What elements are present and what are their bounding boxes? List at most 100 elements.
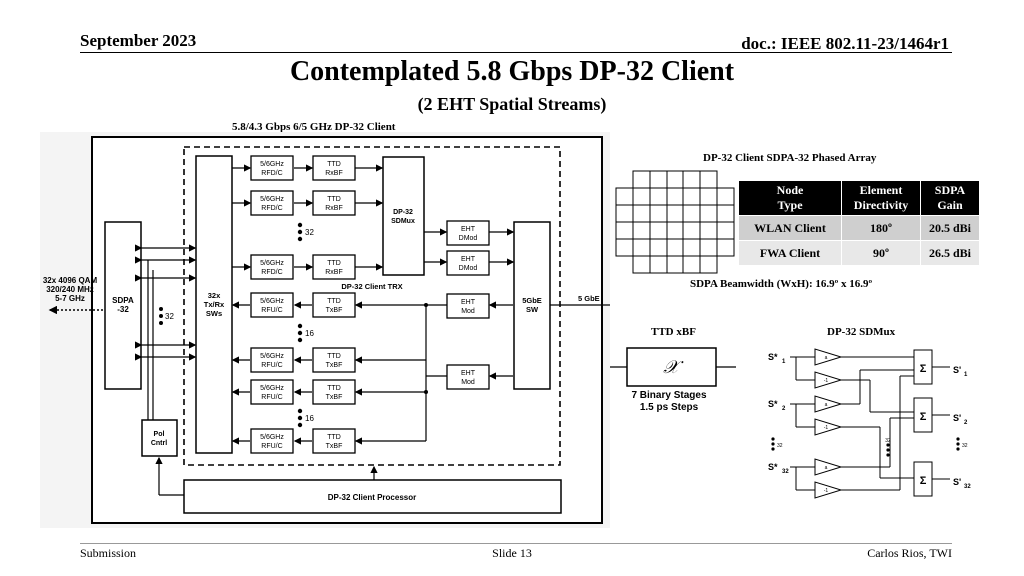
svg-text:TTD: TTD bbox=[327, 196, 341, 203]
svg-text:32: 32 bbox=[885, 438, 891, 444]
phased-array-caption: DP-32 Client SDPA-32 Phased Array bbox=[703, 152, 877, 164]
svg-text:RFD/C: RFD/C bbox=[261, 170, 282, 177]
svg-text:S': S' bbox=[953, 365, 961, 375]
eht-dmod-2 bbox=[446, 250, 490, 276]
svg-text:32: 32 bbox=[777, 443, 783, 449]
eht-dmod-1 bbox=[446, 220, 490, 246]
rxbf-block-1 bbox=[312, 155, 356, 181]
slide-subtitle: (2 EHT Spatial Streams) bbox=[417, 94, 607, 114]
rfdc-block-1 bbox=[250, 155, 294, 181]
header-doc-id: doc.: IEEE 802.11-23/1464r1 bbox=[741, 34, 949, 53]
ttd-caption: TTD xBF bbox=[651, 326, 696, 338]
rxbf-block-2 bbox=[312, 190, 356, 216]
rx-count: 32 bbox=[305, 228, 314, 237]
svg-text:TTD: TTD bbox=[327, 161, 341, 168]
svg-text:TxBF: TxBF bbox=[326, 362, 343, 369]
txbf-block-2 bbox=[312, 347, 356, 373]
sdmux-block bbox=[382, 156, 425, 276]
svg-text:RFU/C: RFU/C bbox=[261, 443, 282, 450]
svg-text:TxBF: TxBF bbox=[326, 394, 343, 401]
rfuc-block-3 bbox=[250, 379, 294, 405]
rfdc-block-2 bbox=[250, 190, 294, 216]
svg-text:RxBF: RxBF bbox=[325, 205, 343, 212]
svg-text:-1: -1 bbox=[824, 425, 829, 431]
rfuc-block-1 bbox=[250, 292, 294, 318]
slide-title: Contemplated 5.8 Gbps DP-32 Client bbox=[289, 56, 735, 87]
svg-text:32: 32 bbox=[962, 443, 968, 449]
svg-text:RFU/C: RFU/C bbox=[261, 307, 282, 314]
svg-text:TTD: TTD bbox=[327, 353, 341, 360]
sdmux-diagram: S* 1 S* 2 S* 32 a-1 a-1 a-1 bbox=[768, 348, 971, 499]
svg-text:RFU/C: RFU/C bbox=[261, 394, 282, 401]
svg-text:RxBF: RxBF bbox=[325, 269, 343, 276]
svg-text:EHT: EHT bbox=[461, 299, 476, 306]
rfuc-block-2 bbox=[250, 347, 294, 373]
pol-label-2: Cntrl bbox=[151, 440, 167, 447]
svg-text:Mod: Mod bbox=[461, 379, 475, 386]
svg-text:TTD: TTD bbox=[327, 260, 341, 267]
svg-text:2: 2 bbox=[964, 420, 968, 426]
processor-label: DP-32 Client Processor bbox=[328, 493, 416, 502]
svg-text:5/6GHz: 5/6GHz bbox=[260, 298, 284, 305]
svg-text:5/6GHz: 5/6GHz bbox=[260, 260, 284, 267]
svg-text:5/6GHz: 5/6GHz bbox=[260, 353, 284, 360]
rfdc-block-3 bbox=[250, 254, 294, 280]
svg-text:1: 1 bbox=[964, 372, 968, 378]
svg-text:Mod: Mod bbox=[461, 308, 475, 315]
svg-text:S': S' bbox=[953, 477, 961, 487]
swc-label-3: SWs bbox=[206, 309, 222, 318]
txbf-block-4 bbox=[312, 428, 356, 454]
client-block-diagram: 32x 4096 QAM 320/240 MHz 5-7 GHz SDPA -3… bbox=[40, 132, 610, 528]
header-date: September 2023 bbox=[80, 31, 197, 50]
svg-text:EHT: EHT bbox=[461, 226, 476, 233]
trx-boundary bbox=[183, 146, 561, 466]
rfuc-block-4 bbox=[250, 428, 294, 454]
svg-text:SDMux: SDMux bbox=[391, 218, 415, 225]
sum-icon: Σ bbox=[920, 363, 927, 375]
svg-text:RxBF: RxBF bbox=[325, 170, 343, 177]
frequency-label: 5-7 GHz bbox=[55, 294, 85, 303]
eht-mod-1 bbox=[446, 293, 490, 319]
svg-text:7 Binary Stages: 7 Binary Stages bbox=[631, 390, 706, 401]
svg-text:DMod: DMod bbox=[459, 265, 478, 272]
svg-text:a: a bbox=[825, 465, 828, 471]
txbf-block-3 bbox=[312, 379, 356, 405]
sdpa-label-2: -32 bbox=[117, 305, 129, 314]
svg-text:EHT: EHT bbox=[461, 370, 476, 377]
rxbf-block-3 bbox=[312, 254, 356, 280]
svg-text:1.5 ps Steps: 1.5 ps Steps bbox=[640, 402, 699, 413]
tx-count-2: 16 bbox=[305, 414, 314, 423]
pol-control-block bbox=[141, 419, 178, 457]
svg-text:5/6GHz: 5/6GHz bbox=[260, 385, 284, 392]
svg-text:2: 2 bbox=[782, 406, 786, 412]
svg-text:-1: -1 bbox=[824, 378, 829, 384]
svg-text:32: 32 bbox=[964, 484, 971, 490]
bandwidth-label: 320/240 MHz bbox=[46, 285, 94, 294]
svg-text:a: a bbox=[825, 402, 828, 408]
trx-label: DP-32 Client TRX bbox=[341, 282, 402, 291]
svg-text:S*: S* bbox=[768, 462, 778, 472]
eht-mod-2 bbox=[446, 364, 490, 390]
svg-text:RFU/C: RFU/C bbox=[261, 362, 282, 369]
svg-text:1: 1 bbox=[782, 359, 786, 365]
svg-text:-1: -1 bbox=[824, 488, 829, 494]
svg-text:TxBF: TxBF bbox=[326, 443, 343, 450]
svg-text:5/6GHz: 5/6GHz bbox=[260, 434, 284, 441]
sum-icon: Σ bbox=[920, 411, 927, 423]
header-rule bbox=[80, 52, 952, 53]
rx-chains bbox=[232, 164, 384, 271]
qam-label: 32x 4096 QAM bbox=[43, 276, 98, 285]
svg-text:S*: S* bbox=[768, 352, 778, 362]
ttd-block bbox=[626, 347, 717, 387]
svg-text:DMod: DMod bbox=[459, 235, 478, 242]
footer-rule bbox=[80, 543, 952, 544]
txrx-switch-block bbox=[195, 155, 233, 454]
svg-text:5/6GHz: 5/6GHz bbox=[260, 161, 284, 168]
footer-slide-number: Slide 13 bbox=[492, 546, 532, 560]
swc-label-2: Tx/Rx bbox=[204, 300, 225, 309]
